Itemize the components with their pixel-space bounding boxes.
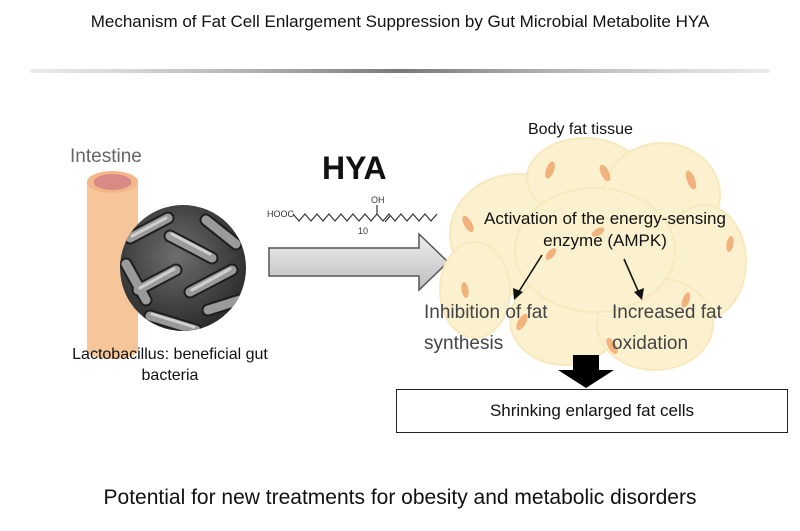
fat-oxidation-label: Increased fat oxidation (612, 302, 722, 354)
down-arrow (558, 355, 614, 388)
conclusion-text: Potential for new treatments for obesity… (103, 486, 697, 509)
bacteria-micrograph (120, 205, 246, 331)
effect-arrows (513, 254, 644, 300)
hya-label: HYA (322, 150, 387, 186)
ampk-activation-label: Activation of the energy-sensing enzyme … (484, 209, 726, 250)
fat-tissue-label: Body fat tissue (528, 121, 633, 138)
result-box: Shrinking enlarged fat cells (396, 389, 788, 433)
title-divider (30, 69, 770, 73)
result-text: Shrinking enlarged fat cells (489, 401, 695, 420)
hydroxyl-label: OH (371, 195, 385, 205)
carbon-position-label: 10 (358, 226, 368, 236)
lactobacillus-label: Lactobacillus: beneficial gut bacteria (72, 346, 268, 384)
diagram-title: Mechanism of Fat Cell Enlargement Suppre… (90, 12, 710, 31)
fat-cell-nuclei (461, 161, 734, 355)
transport-arrow (268, 232, 450, 292)
intestine-label: Intestine (70, 146, 142, 167)
fat-synthesis-inhibition-label: Inhibition of fat synthesis (424, 302, 548, 354)
acid-group-label: HOOC (267, 209, 295, 219)
hya-structure (292, 205, 438, 223)
